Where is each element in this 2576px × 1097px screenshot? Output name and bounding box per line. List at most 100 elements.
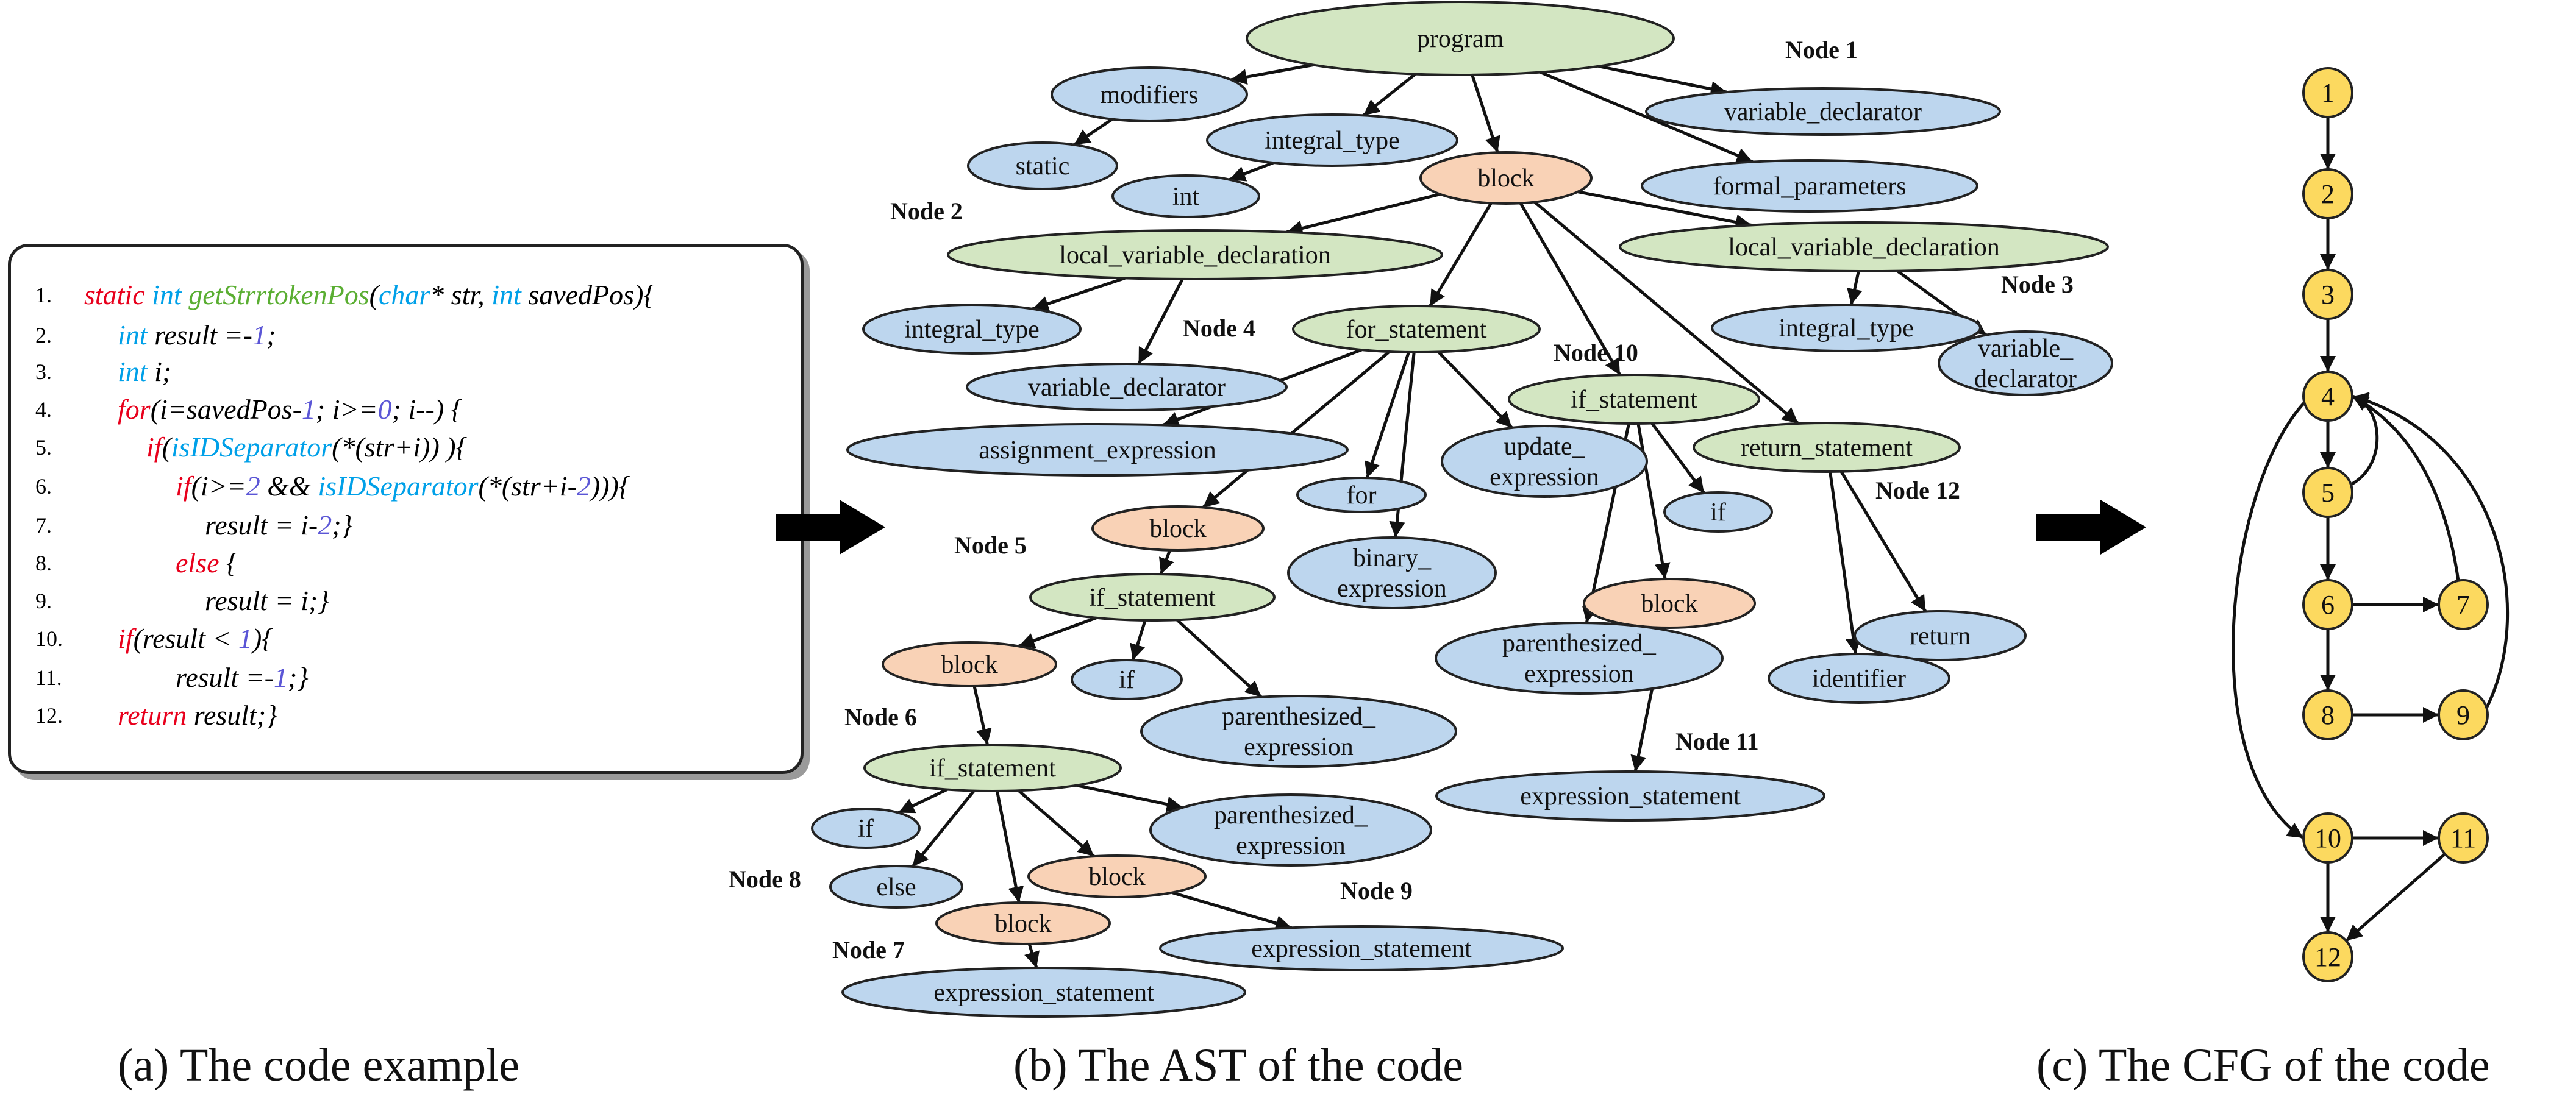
cfg-edge <box>2232 401 2306 840</box>
ast-edge <box>1362 73 1416 117</box>
arrow-to-ast-icon <box>776 500 885 555</box>
ast-node-label: expression <box>1490 463 1599 491</box>
code-token: isIDSeparator <box>318 470 479 502</box>
ast-edge <box>1533 201 1800 425</box>
ast-node: assignment_expression <box>846 423 1349 477</box>
code-text: result =-1;} <box>176 661 309 694</box>
ast-node-label: modifiers <box>1101 81 1199 109</box>
cfg-node-label: 11 <box>2450 823 2476 853</box>
ast-node-label: for <box>1347 481 1377 509</box>
ast-edge <box>1650 422 1705 494</box>
ast-node-tag: Node 10 <box>1554 339 1638 366</box>
ast-edge <box>1437 350 1513 429</box>
arrow-to-cfg-icon <box>2036 500 2146 555</box>
code-token: 1 <box>238 623 252 654</box>
cfg-node-label: 7 <box>2456 590 2470 620</box>
ast-node-label: int <box>1172 183 1200 211</box>
ast-node-label: expression_statement <box>1251 935 1472 963</box>
code-token: result =- <box>147 319 252 350</box>
code-token: (i>= <box>191 470 246 502</box>
ast-edge <box>1130 620 1147 661</box>
ast-node-label: expression_statement <box>933 979 1154 1007</box>
ast-node-label: formal_parameters <box>1713 172 1906 201</box>
line-number: 8. <box>35 551 52 575</box>
line-number: 10. <box>35 627 63 651</box>
code-text: return result;} <box>118 699 277 731</box>
ast-node-label: expression <box>1337 575 1447 603</box>
cfg-node-label: 3 <box>2321 280 2335 310</box>
line-number: 1. <box>35 283 52 307</box>
ast-node-shape <box>947 229 1443 280</box>
line-number: 3. <box>35 360 52 384</box>
cfg-node-shape <box>2302 168 2353 219</box>
ast-node: parenthesized_expression <box>1140 695 1457 768</box>
ast-node: expression_statement <box>1435 770 1825 822</box>
ast-edge <box>1847 271 1863 305</box>
code-token: return <box>118 700 187 731</box>
ast-node: if_statement <box>863 744 1122 792</box>
caption-ast: (b) The AST of the code <box>1013 1040 1464 1091</box>
code-token: result;} <box>187 700 277 731</box>
code-panel: 1.static int getStrrtokenPos(char* str, … <box>8 244 804 774</box>
ast-node: int <box>1111 174 1260 218</box>
cfg-node-label: 1 <box>2321 78 2335 108</box>
ast-edge <box>1829 471 1861 655</box>
ast-node-tag: Node 5 <box>954 531 1027 559</box>
ast-edge <box>911 790 976 868</box>
ast-edge <box>1018 616 1097 648</box>
code-token: char <box>378 279 430 310</box>
cfg-node: 5 <box>2302 467 2353 518</box>
cfg-node-shape <box>2302 931 2353 982</box>
ast-node-shape <box>846 423 1349 477</box>
ast-node-label: block <box>1477 165 1534 193</box>
code-token: (i=savedPos- <box>150 394 302 425</box>
ast-node: integral_type <box>1711 304 1982 352</box>
ast-node: update_expression <box>1441 425 1648 498</box>
ast-node: binary_expression <box>1287 536 1497 609</box>
code-text: for(i=savedPos-1; i>=0; i--) { <box>118 393 462 425</box>
code-token: { <box>219 547 238 578</box>
code-token: ( <box>162 431 171 463</box>
cfg-node: 8 <box>2302 689 2353 740</box>
ast-node-label: return <box>1910 622 1971 650</box>
ast-node: expression_statement <box>841 967 1246 1018</box>
ast-node: if <box>1663 491 1773 533</box>
ast-edge <box>1365 352 1410 478</box>
ast-node-label: block <box>1641 590 1697 618</box>
ast-node-shape <box>1206 113 1458 167</box>
line-number: 4. <box>35 397 52 422</box>
ast-edge <box>1540 71 1754 163</box>
ast-edge <box>1076 784 1183 812</box>
ast-edge <box>1202 350 1391 509</box>
ast-node: if_statement <box>1508 374 1760 425</box>
ast-node-label: return_statement <box>1741 434 1913 462</box>
cfg-node-label: 4 <box>2321 382 2335 411</box>
code-token: int <box>118 319 148 350</box>
code-token: if <box>176 470 191 502</box>
ast-node: block <box>935 901 1111 945</box>
cfg-node: 12 <box>2302 931 2353 982</box>
ast-node: variable_declarator <box>1645 87 2001 136</box>
ast-node-label: block <box>941 651 997 679</box>
line-number: 5. <box>35 435 52 460</box>
caption-cfg: (c) The CFG of the code <box>2036 1040 2490 1091</box>
ast-node-label: local_variable_declaration <box>1728 233 1999 261</box>
ast-node-shape <box>966 363 1288 411</box>
code-token: 1 <box>301 394 316 425</box>
ast-node-shape <box>1711 304 1982 352</box>
ast-edge <box>1636 423 1671 580</box>
ast-edge <box>1017 789 1096 858</box>
code-token: (*(str+i- <box>478 470 577 502</box>
ast-edge <box>1032 276 1126 311</box>
code-token: static <box>84 279 145 310</box>
ast-node-shape <box>1854 610 2027 661</box>
ast-edge <box>1229 161 1274 182</box>
cfg-edge <box>2352 392 2509 709</box>
ast-node: return <box>1854 610 2027 661</box>
cfg-node: 10 <box>2302 812 2353 864</box>
ast-node-label: parenthesized_ <box>1214 801 1368 829</box>
ast-node-label: integral_type <box>1265 127 1400 155</box>
cfg-node: 3 <box>2302 269 2353 320</box>
ast-node-shape <box>862 304 1082 355</box>
ast-node: local_variable_declaration <box>1619 221 2109 272</box>
